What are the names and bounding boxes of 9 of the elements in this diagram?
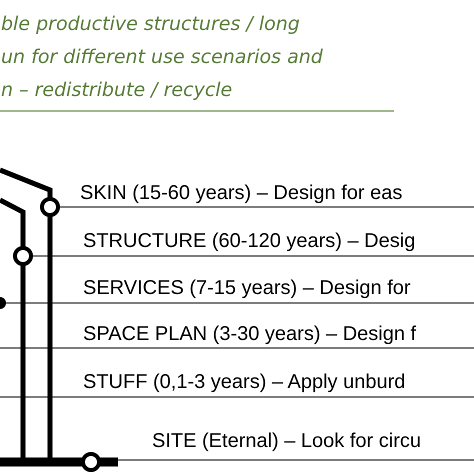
intro-text-line: un for different use scenarios and <box>1 48 323 67</box>
layer-label: STRUCTURE (60-120 years) – Desig <box>83 231 416 251</box>
layer-label: SITE (Eternal) – Look for circu <box>152 431 421 451</box>
layer-label: SKIN (15-60 years) – Design for eas <box>80 183 402 203</box>
intro-text-line: n – redistribute / recycle <box>1 81 232 100</box>
intro-text-line: ble productive structures / long <box>1 15 300 34</box>
layer-label: SERVICES (7-15 years) – Design for <box>83 278 411 298</box>
layer-label: SPACE PLAN (3-30 years) – Design f <box>83 324 416 344</box>
layer-label: STUFF (0,1-3 years) – Apply unburd <box>83 372 406 392</box>
